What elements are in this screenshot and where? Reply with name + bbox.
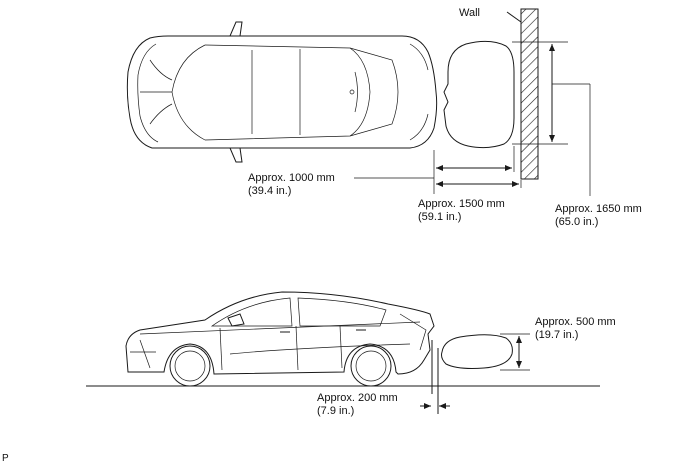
distance-1000-in-label: (39.4 in.) [248,185,291,197]
height-500-in-label: (19.7 in.) [535,329,578,341]
detection-zone-side [441,334,513,369]
detection-zone-top [443,40,515,149]
width-1650-mm-label: Approx. 1650 mm [555,203,642,215]
car-top-view [126,21,438,163]
car-side-view [86,291,600,414]
dimension-width-1650: Approx. 1650 mm (65.0 in.) [512,41,642,228]
wall: Wall [459,7,539,180]
height-500-mm-label: Approx. 500 mm [535,316,616,328]
width-1650-in-label: (65.0 in.) [555,216,598,228]
wall-label: Wall [459,7,480,19]
gap-200-in-label: (7.9 in.) [317,405,354,417]
dimension-gap-200: Approx. 200 mm (7.9 in.) [317,392,450,417]
distance-1500-in-label: (59.1 in.) [418,211,461,223]
distance-1500-mm-label: Approx. 1500 mm [418,198,505,210]
dimension-distance: Approx. 1000 mm (39.4 in.) Approx. 1500 … [248,146,522,223]
gap-200-mm-label: Approx. 200 mm [317,392,398,404]
corner-code-label: P [2,453,9,463]
dimension-height-500: Approx. 500 mm (19.7 in.) [500,316,616,371]
distance-1000-mm-label: Approx. 1000 mm [248,172,335,184]
